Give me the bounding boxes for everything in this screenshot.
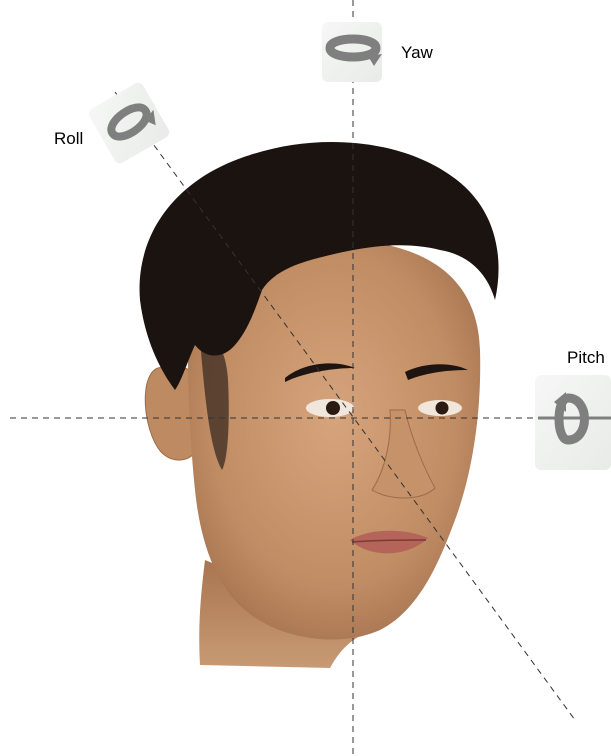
pitch-rotation-arrow-icon bbox=[535, 375, 611, 470]
yaw-label: Yaw bbox=[401, 43, 434, 62]
left-iris bbox=[326, 401, 340, 415]
roll-rotation-arrow-icon bbox=[87, 81, 172, 166]
pitch-label: Pitch bbox=[567, 348, 605, 367]
head-photo bbox=[140, 142, 499, 668]
roll-label: Roll bbox=[54, 129, 83, 148]
yaw-rotation-arrow-icon bbox=[322, 22, 382, 82]
right-iris bbox=[436, 402, 449, 415]
